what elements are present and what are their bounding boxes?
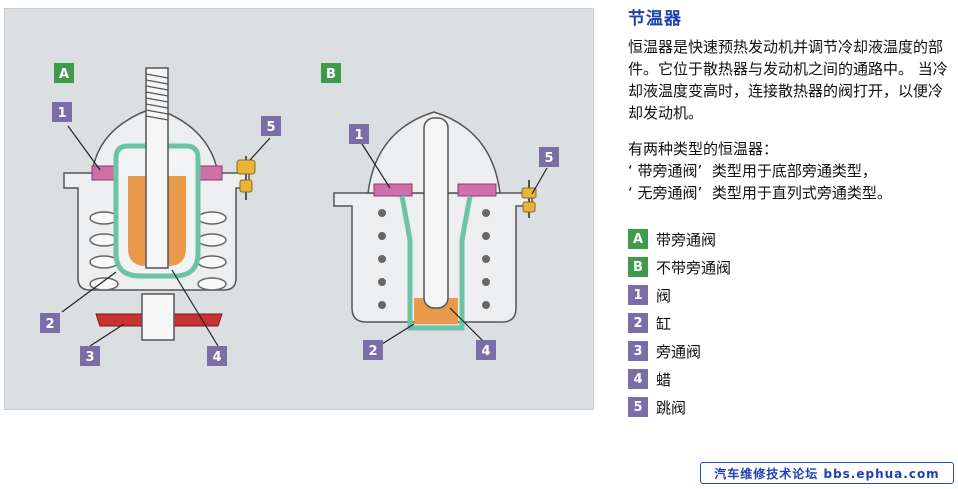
legend-key: 3 [628,341,648,361]
svg-text:4: 4 [481,344,490,359]
svg-text:2: 2 [45,317,54,332]
legend-text: 跳阀 [656,398,687,417]
legend-item-1: 1 阀 [628,281,731,309]
thermostat-b-jiggle-valve [521,180,537,218]
legend: A 带旁通阀 B 不带旁通阀 1 阀 2 缸 3 旁通阀 4 蜡 5 跳阀 [628,225,731,421]
callout-a-2: 2 [40,313,60,333]
callout-a-5: 5 [261,116,281,136]
svg-text:1: 1 [354,128,363,143]
thermostat-b [333,111,537,331]
legend-key: B [628,257,648,277]
legend-item-b: B 不带旁通阀 [628,253,731,281]
thermostat-a [63,67,256,341]
panel-label-a: A [54,63,74,83]
svg-text:5: 5 [544,151,553,166]
type-line-2: ‘ 无旁通阀’ 类型用于直列式旁通类型。 [628,184,892,202]
legend-text: 阀 [656,286,672,305]
description: 恒温器是快速预热发动机并调节冷却液温度的部件。它位于散热器与发动机之间的通路中。… [628,36,956,204]
legend-item-5: 5 跳阀 [628,393,731,421]
svg-text:5: 5 [266,120,275,135]
thermostat-a-piston [145,67,169,269]
types-heading: 有两种类型的恒温器： [628,140,779,158]
thermostat-a-thread [145,73,169,121]
callout-a-4: 4 [207,346,227,366]
callout-b-4: 4 [476,340,496,360]
legend-text: 旁通阀 [656,342,702,361]
panel-label-b: B [321,63,341,83]
legend-item-3: 3 旁通阀 [628,337,731,365]
legend-item-2: 2 缸 [628,309,731,337]
description-paragraph-1: 恒温器是快速预热发动机并调节冷却液温度的部件。它位于散热器与发动机之间的通路中。… [628,38,948,122]
thermostat-a-spring [89,211,227,291]
thermostat-b-cylinder [399,195,473,331]
svg-text:2: 2 [368,344,377,359]
legend-key: 1 [628,285,648,305]
svg-text:B: B [326,67,336,82]
thermostat-a-jiggle-valve [236,156,256,200]
type-line-1: ‘ 带旁通阀’ 类型用于底部旁通类型， [628,162,877,180]
legend-key: 4 [628,369,648,389]
leader-lines [61,125,548,347]
thermostat-a-bypass-stem [141,293,175,341]
legend-text: 蜡 [656,370,672,389]
legend-item-a: A 带旁通阀 [628,225,731,253]
legend-text: 缸 [656,314,672,333]
callout-b-1: 1 [349,124,369,144]
svg-text:4: 4 [212,350,221,365]
forum-watermark: 汽车维修技术论坛 bbs.ephua.com [700,462,954,484]
svg-text:3: 3 [85,350,94,365]
callout-a-1: 1 [52,102,72,122]
legend-key: 5 [628,397,648,417]
legend-text: 不带旁通阀 [656,258,732,277]
legend-key: A [628,229,648,249]
legend-item-4: 4 蜡 [628,365,731,393]
thermostat-b-piston [423,117,449,309]
svg-text:A: A [59,67,69,82]
thermostat-b-spring [378,209,490,309]
callout-b-2: 2 [363,340,383,360]
callout-b-5: 5 [539,147,559,167]
legend-text: 带旁通阀 [656,230,717,249]
thermostat-b-valve [373,183,497,197]
legend-key: 2 [628,313,648,333]
callout-a-3: 3 [80,346,100,366]
page-title: 节温器 [628,9,682,29]
svg-text:1: 1 [57,106,66,121]
thermostat-diagram: A B 1 2 3 4 5 1 2 4 5 [4,8,594,410]
description-paragraph-2: 有两种类型的恒温器： ‘ 带旁通阀’ 类型用于底部旁通类型， ‘ 无旁通阀’ 类… [628,138,956,204]
